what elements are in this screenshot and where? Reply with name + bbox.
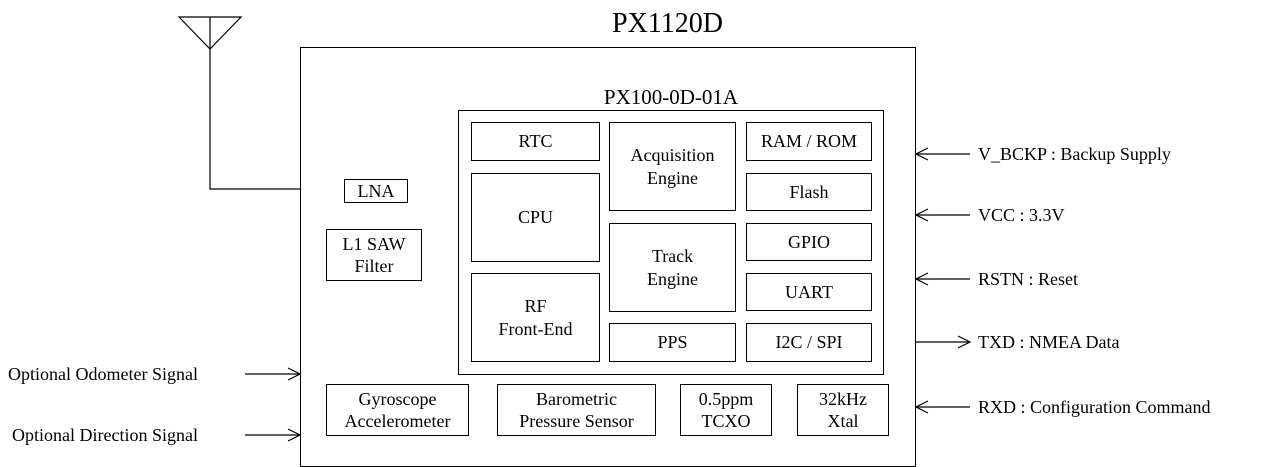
i2c-spi-block (746, 323, 872, 362)
track-engine-label: Track Engine (647, 246, 698, 289)
acquisition-engine-label: Acquisition Engine (630, 145, 715, 188)
track-engine-block (609, 223, 736, 312)
xtal-label: 32kHz Xtal (819, 388, 867, 432)
rtc-label: RTC (518, 131, 553, 152)
lna-label: LNA (357, 180, 395, 201)
acquisition-engine-block (609, 122, 736, 211)
module-title: PX1120D (612, 8, 723, 39)
barometric-sensor-block (497, 384, 656, 436)
cpu-label: CPU (517, 207, 553, 228)
gyroscope-accelerometer-block (326, 384, 469, 436)
signal-vcc: VCC : 3.3V (978, 205, 1065, 225)
chip-title: PX100-0D-01A (603, 84, 739, 109)
pps-block (609, 323, 736, 362)
signal-rxd: RXD : Configuration Command (978, 397, 1211, 417)
uart-block (746, 273, 872, 311)
ram-rom-block (746, 122, 872, 161)
pps-label: PPS (657, 332, 688, 353)
ram-rom-label: RAM / ROM (760, 131, 858, 152)
block-diagram: PX1120D PX100-0D-01A RTC Acquisition Eng… (8, 8, 1211, 467)
signal-txd: TXD : NMEA Data (978, 332, 1120, 352)
barometric-sensor-label: Barometric Pressure Sensor (519, 388, 634, 432)
signal-odometer: Optional Odometer Signal (8, 364, 198, 384)
rtc-block (471, 122, 600, 161)
saw-filter-label: L1 SAW Filter (342, 233, 406, 277)
saw-filter-block (326, 229, 422, 281)
xtal-block (797, 384, 889, 436)
flash-label: Flash (789, 181, 829, 202)
gyroscope-accelerometer-label: Gyroscope Accelerometer (344, 388, 451, 432)
gpio-block (746, 223, 872, 261)
signal-rstn: RSTN : Reset (978, 269, 1079, 289)
signal-direction: Optional Direction Signal (12, 425, 198, 445)
i2c-spi-label: I2C / SPI (775, 332, 843, 353)
cpu-block (471, 173, 600, 262)
tcxo-block (680, 384, 772, 436)
rf-front-end-block (471, 273, 600, 362)
rf-front-end-label: RF Front-End (498, 296, 573, 339)
flash-block (746, 173, 872, 211)
tcxo-label: 0.5ppm TCXO (698, 388, 754, 432)
signal-v-bckp: V_BCKP : Backup Supply (978, 144, 1171, 164)
uart-label: UART (785, 281, 833, 302)
gpio-label: GPIO (787, 231, 830, 252)
lna-block (344, 179, 408, 203)
